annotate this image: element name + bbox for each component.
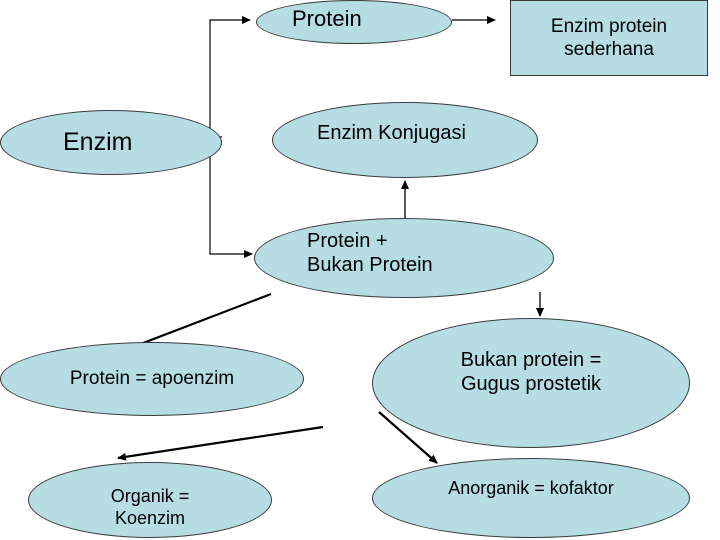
node-protein: Protein: [256, 0, 452, 44]
node-bukan-protein-gugus: Bukan protein = Gugus prostetik: [372, 318, 690, 448]
node-protein-apoenzim-label: Protein = apoenzim: [69, 368, 235, 390]
node-protein-bukan-protein-label: Protein + Bukan Protein: [307, 229, 433, 276]
node-protein-apoenzim: Protein = apoenzim: [0, 342, 304, 416]
node-enzim-konjugasi-label: Enzim Konjugasi: [317, 121, 466, 144]
connector-enzim-bracket: [209, 16, 251, 138]
node-organik-koenzim: Organik = Koenzim: [28, 462, 272, 538]
node-enzim-protein-sederhana: Enzim protein sederhana: [510, 0, 708, 76]
connector-enzim-to-protein-plus: [209, 137, 253, 258]
node-bukan-protein-gugus-label: Bukan protein = Gugus prostetik: [460, 348, 602, 395]
connector-to-anorganik: [378, 411, 438, 464]
node-protein-label: Protein: [292, 5, 362, 31]
node-protein-bukan-protein: Protein + Bukan Protein: [254, 218, 554, 298]
node-enzim-konjugasi: Enzim Konjugasi: [272, 102, 538, 178]
connector-to-organik: [117, 425, 324, 461]
node-organik-koenzim-label: Organik = Koenzim: [110, 486, 190, 528]
node-enzim-label: Enzim: [63, 128, 133, 157]
node-anorganik-kofaktor: Anorganik = kofaktor: [372, 458, 690, 538]
node-anorganik-kofaktor-label: Anorganik = kofaktor: [448, 478, 614, 499]
node-enzim-protein-sederhana-label: Enzim protein sederhana: [550, 15, 668, 60]
node-enzim: Enzim: [0, 110, 222, 175]
